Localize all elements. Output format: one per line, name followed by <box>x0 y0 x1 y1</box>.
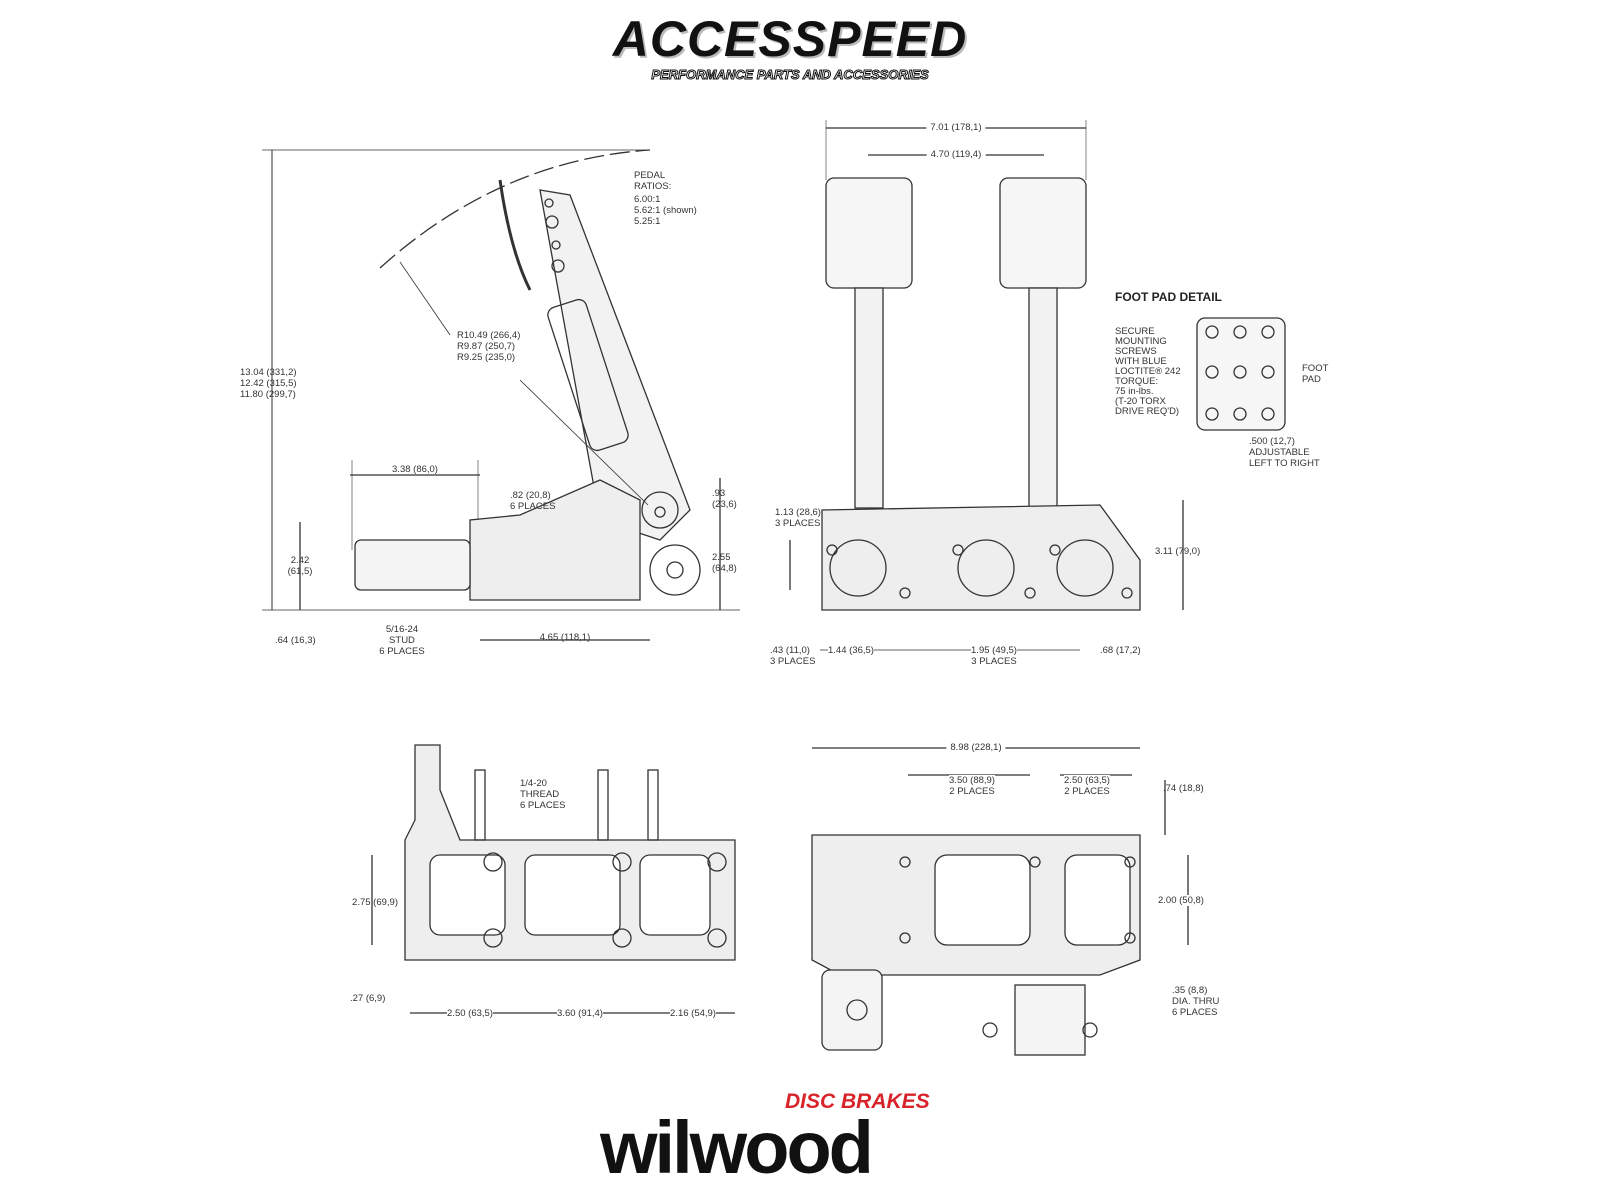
wilwood-logo: wilwood <box>600 1106 874 1189</box>
pedal-ratios-title: PEDAL RATIOS: <box>634 170 672 192</box>
dim-0-64: .64 (16,3) <box>275 635 316 646</box>
thread-note: 1/4-20 THREAD 6 PLACES <box>520 778 566 811</box>
ratio-562: 5.62:1 (shown) <box>634 205 697 216</box>
dim-0-43: .43 (11,0) 3 PLACES <box>770 645 816 667</box>
dim-3-60: 3.60 (91,4) <box>557 1008 603 1019</box>
ratio-600: 6.00:1 <box>634 194 661 205</box>
bottom-view <box>371 744 736 1014</box>
dim-0-35: .35 (8,8) DIA. THRU 6 PLACES <box>1172 985 1220 1018</box>
dim-7-01: 7.01 (178,1) <box>926 122 986 133</box>
dim-1-95: 1.95 (49,5) 3 PLACES <box>971 645 1017 667</box>
accesspeed-tagline: PERFORMANCE PARTS AND ACCESSORIES <box>651 67 929 83</box>
ratio-525: 5.25:1 <box>634 216 661 227</box>
dim-1-44: 1.44 (36,5) <box>828 645 874 656</box>
top-view <box>811 747 1189 1056</box>
dim-3-50: 3.50 (88,9) 2 PLACES <box>949 775 995 797</box>
dim-2-50-bottom: 2.50 (63,5) <box>447 1008 493 1019</box>
dim-2-16: 2.16 (54,9) <box>670 1008 716 1019</box>
dim-2-55: 2.55 (64,8) <box>712 552 737 574</box>
dim-2-50-top: 2.50 (63,5) 2 PLACES <box>1064 775 1110 797</box>
dim-0-82: .82 (20,8) 6 PLACES <box>510 490 556 512</box>
side-view <box>262 149 740 641</box>
height-dims: 13.04 (331,2) 12.42 (315,5) 11.80 (299,7… <box>240 367 297 400</box>
disc-brakes-tag: DISC BRAKES <box>785 1090 930 1113</box>
dim-1-13: 1.13 (28,6) 3 PLACES <box>775 507 821 529</box>
dim-2-75: 2.75 (69,9) <box>352 897 398 908</box>
dim-0-27: .27 (6,9) <box>350 993 386 1004</box>
dim-3-38: 3.38 (86,0) <box>392 464 438 475</box>
foot-pad-detail-title: FOOT PAD DETAIL <box>1115 290 1222 304</box>
front-view <box>789 120 1184 651</box>
accesspeed-logo: ACCESSPEED <box>612 11 968 67</box>
dim-2-42: 2.42 (61,5) <box>287 555 313 577</box>
dim-0-93: .93 (23,6) <box>712 488 737 510</box>
dim-2-00: 2.00 (50,8) <box>1158 895 1204 906</box>
dim-8-98: 8.98 (228,1) <box>946 742 1006 753</box>
dim-0-68: .68 (17,2) <box>1100 645 1141 656</box>
foot-pad-detail <box>1196 317 1286 431</box>
mounting-screw-note: SECURE MOUNTING SCREWS WITH BLUE LOCTITE… <box>1115 326 1181 417</box>
foot-pad-label: FOOT PAD <box>1302 363 1329 385</box>
dim-4-65: 4.65 (118,1) <box>539 632 591 643</box>
radius-dims: R10.49 (266,4) R9.87 (250,7) R9.25 (235,… <box>457 330 521 363</box>
adjustable-note: .500 (12,7) ADJUSTABLE LEFT TO RIGHT <box>1249 436 1320 469</box>
stud-note: 5/16-24 STUD 6 PLACES <box>379 624 425 657</box>
dim-3-11: 3.11 (79,0) <box>1155 546 1201 557</box>
dim-4-70: 4.70 (119,4) <box>926 149 986 160</box>
dim-0-74: .74 (18,8) <box>1163 783 1204 794</box>
